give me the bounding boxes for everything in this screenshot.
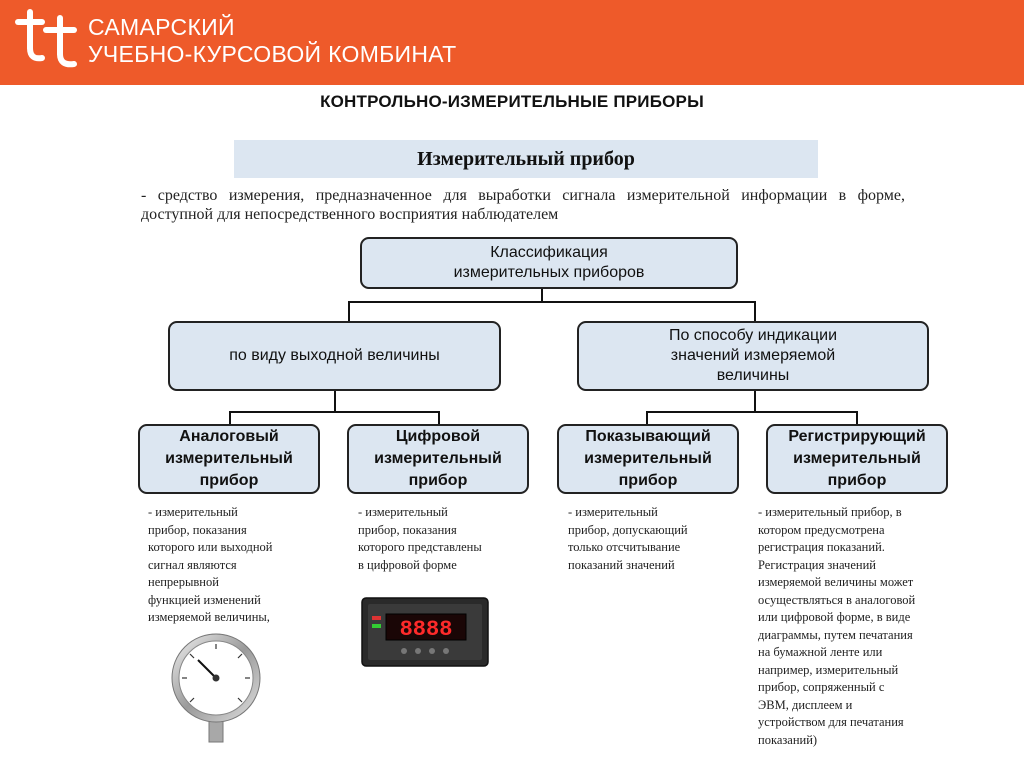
company-logo-icon bbox=[15, 9, 77, 68]
analog-gauge-icon bbox=[171, 633, 261, 743]
analog-desc-line: - измерительный bbox=[148, 505, 238, 519]
analog-desc-line: функцией изменений bbox=[148, 592, 261, 607]
branch-node-indication-line-1: По способу индикации bbox=[668, 327, 838, 344]
leaf-node-indicating: Показывающий измерительный прибор bbox=[557, 424, 739, 494]
connector bbox=[754, 390, 756, 412]
branch-node-output-type-label: по виду выходной величины bbox=[229, 347, 440, 364]
leaf-node-indicating-line-1: Показывающий bbox=[585, 428, 711, 445]
leaf-node-digital-line-2: измерительный bbox=[374, 450, 502, 467]
digital-desc-line: которого представлены bbox=[358, 540, 482, 554]
leaf-node-digital-line-3: прибор bbox=[408, 472, 468, 489]
recording-desc-line: Регистрация значений bbox=[758, 557, 876, 572]
subtitle: Измерительный прибор bbox=[234, 140, 818, 178]
analog-desc-line: которого или выходной bbox=[148, 540, 273, 554]
analog-desc-line: измеряемой величины, bbox=[148, 610, 270, 624]
org-line-2: УЧЕБНО-КУРСОВОЙ КОМБИНАТ bbox=[88, 41, 457, 67]
connector bbox=[348, 301, 350, 322]
branch-node-indication: По способу индикации значений измеряемой… bbox=[577, 321, 929, 391]
digital-desc-line: - измерительный bbox=[358, 505, 448, 519]
recording-desc-line: устройством для печатания bbox=[758, 715, 904, 729]
header-bar: САМАРСКИЙ УЧЕБНО-КУРСОВОЙ КОМБИНАТ bbox=[0, 0, 1024, 85]
root-node-line-2: измерительных приборов bbox=[453, 264, 645, 281]
org-line-1: САМАРСКИЙ bbox=[88, 14, 235, 40]
recording-description: - измерительный прибор, в котором предус… bbox=[758, 504, 963, 749]
definition-text: - средство измерения, предназначенное дл… bbox=[141, 187, 905, 223]
recording-desc-line: измеряемой величины может bbox=[758, 575, 914, 589]
connector bbox=[754, 301, 756, 323]
branch-node-indication-line-2: значений измеряемой bbox=[670, 347, 836, 364]
leaf-node-recording-line-2: измерительный bbox=[793, 450, 921, 467]
leaf-node-analog-line-1: Аналоговый bbox=[179, 428, 279, 445]
connector bbox=[334, 390, 336, 412]
analog-desc-line: сигнал являются bbox=[148, 557, 237, 572]
connector bbox=[856, 411, 858, 426]
recording-desc-line: диаграммы, путем печатания bbox=[758, 627, 913, 642]
digital-desc-line: в цифровой форме bbox=[358, 557, 457, 572]
indicating-desc-line: прибор, допускающий bbox=[568, 522, 688, 537]
recording-desc-line: - измерительный прибор, в bbox=[758, 505, 902, 519]
indicating-desc-line: - измерительный bbox=[568, 505, 658, 519]
indicating-desc-line: показаний значений bbox=[568, 557, 675, 572]
root-node-line-1: Классификация bbox=[490, 244, 608, 261]
leaf-node-indicating-line-2: измерительный bbox=[584, 450, 712, 467]
indicating-desc-line: только отсчитывание bbox=[568, 540, 681, 554]
branch-node-output-type: по виду выходной величины bbox=[168, 321, 501, 391]
connector bbox=[646, 411, 648, 426]
connector bbox=[438, 411, 440, 426]
leaf-node-analog: Аналоговый измерительный прибор bbox=[138, 424, 320, 494]
indicating-description: - измерительный прибор, допускающий толь… bbox=[568, 504, 743, 574]
leaf-node-recording-line-1: Регистрирующий bbox=[788, 428, 926, 445]
recording-desc-line: на бумажной ленте или bbox=[758, 645, 883, 659]
digital-display-value: 8888 bbox=[400, 617, 453, 642]
analog-desc-line: непрерывной bbox=[148, 575, 219, 589]
root-node: Классификация измерительных приборов bbox=[360, 237, 738, 289]
analog-description: - измерительный прибор, показания которо… bbox=[148, 504, 323, 627]
page-title: КОНТРОЛЬНО-ИЗМЕРИТЕЛЬНЫЕ ПРИБОРЫ bbox=[320, 92, 704, 111]
leaf-node-digital-line-1: Цифровой bbox=[395, 428, 481, 445]
leaf-node-indicating-line-3: прибор bbox=[618, 472, 678, 489]
digital-description: - измерительный прибор, показания которо… bbox=[358, 504, 533, 574]
connector bbox=[646, 411, 857, 413]
recording-desc-line: котором предусмотрена bbox=[758, 522, 885, 537]
recording-desc-line: например, измерительный bbox=[758, 662, 899, 677]
digital-meter-icon: 8888 bbox=[361, 597, 489, 667]
leaf-node-recording-line-3: прибор bbox=[827, 472, 887, 489]
organization-name: САМАРСКИЙ УЧЕБНО-КУРСОВОЙ КОМБИНАТ bbox=[88, 14, 456, 68]
connector bbox=[229, 411, 440, 413]
leaf-node-recording: Регистрирующий измерительный прибор bbox=[766, 424, 948, 494]
recording-desc-line: показаний) bbox=[758, 732, 818, 747]
leaf-node-analog-line-2: измерительный bbox=[165, 450, 293, 467]
recording-desc-line: осуществляться в аналоговой bbox=[758, 592, 916, 607]
digital-desc-line: прибор, показания bbox=[358, 522, 457, 537]
leaf-node-digital: Цифровой измерительный прибор bbox=[347, 424, 529, 494]
branch-node-indication-line-3: величины bbox=[716, 367, 790, 384]
leaf-node-analog-line-3: прибор bbox=[199, 472, 259, 489]
recording-desc-line: или цифровой форме, в виде bbox=[758, 610, 911, 624]
recording-desc-line: прибор, сопряженный с bbox=[758, 680, 885, 694]
recording-desc-line: регистрация показаний. bbox=[758, 540, 885, 554]
connector bbox=[229, 411, 231, 426]
recording-desc-line: ЭВМ, дисплеем и bbox=[758, 697, 853, 712]
connector bbox=[348, 301, 755, 303]
connector bbox=[541, 287, 543, 302]
analog-desc-line: прибор, показания bbox=[148, 522, 247, 537]
